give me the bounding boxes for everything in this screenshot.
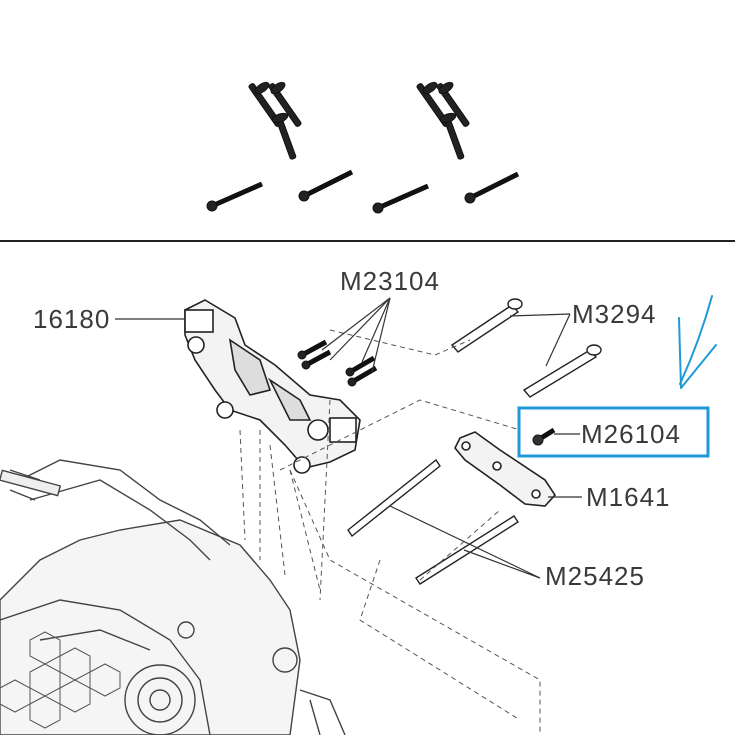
label-m23104: M23104 [340,266,440,296]
screw-set-m23104 [297,339,378,387]
pin-icon [522,344,602,398]
screw-icon [297,339,328,360]
bulkhead-part [184,299,361,474]
screw-icon [345,355,376,377]
screw-icon [298,169,354,202]
screw-icon [372,183,430,214]
screw-icon [439,112,465,160]
screw-icon [464,171,520,204]
chassis-body [0,459,346,735]
leader-lines [115,297,582,579]
screw-icon [436,81,470,127]
rod-icon [415,515,519,585]
chassis-honeycomb [0,631,121,729]
screw-icon [268,81,302,127]
screw-icon [271,112,297,160]
screw-icon [206,181,264,212]
label-m25425: M25425 [545,561,645,591]
screw-m26104 [532,427,556,446]
rod-set-m25425 [347,458,519,585]
assembly-guides [239,329,541,735]
label-m3294: M3294 [572,299,657,329]
pin-icon [450,298,523,353]
plate-m1641 [454,431,557,507]
hand-drawn-arrow-icon [678,295,717,389]
chassis-shaft [0,469,62,497]
label-16180: 16180 [33,304,110,334]
rod-icon [347,458,441,538]
label-m1641: M1641 [586,482,671,512]
highlight-box [517,406,710,458]
label-m26104: M26104 [581,419,681,449]
screw-set-top [206,81,520,214]
screw-icon [301,349,332,370]
